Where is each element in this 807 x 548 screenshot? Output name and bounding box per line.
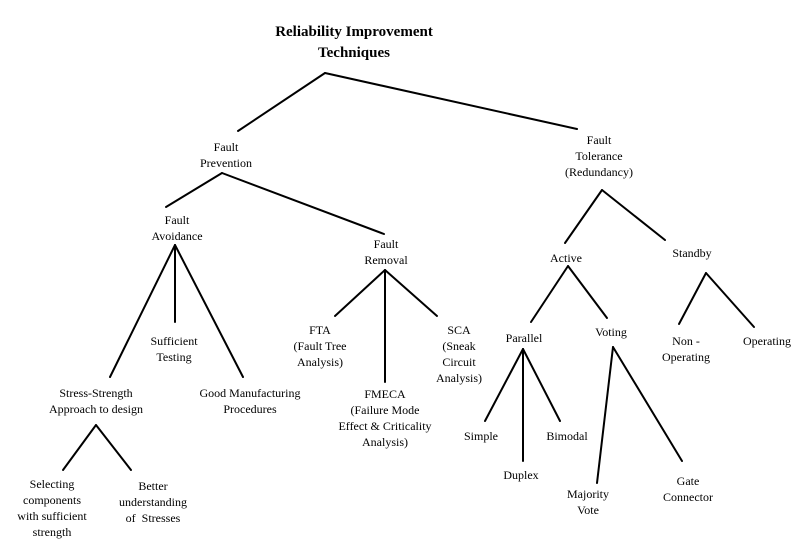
node-fault-prevention: Fault Prevention [200, 140, 252, 170]
edge-parallel-simple [484, 348, 524, 422]
node-active: Active [550, 251, 582, 265]
node-stress-strength: Stress-Strength Approach to design [49, 386, 143, 416]
edge-prevention-avoidance [165, 172, 223, 208]
edge-voting-gate [612, 346, 683, 462]
node-majority-vote: Majority Vote [567, 487, 609, 517]
node-selecting-components: Selecting components with sufficient str… [17, 477, 87, 539]
edge-tolerance-active [564, 189, 603, 244]
edge-removal-sca [384, 269, 438, 317]
node-operating: Operating [743, 334, 791, 348]
node-fault-tolerance: Fault Tolerance (Redundancy) [565, 133, 633, 179]
edge-stress-selecting [62, 424, 97, 471]
node-gate-connector: Gate Connector [663, 474, 713, 504]
edge-active-parallel [530, 265, 569, 323]
edge-active-voting [567, 265, 608, 319]
diagram-title: Reliability Improvement Techniques [275, 24, 433, 61]
edge-standby-operating [705, 272, 755, 328]
node-voting: Voting [595, 325, 627, 339]
edge-root-tolerance [324, 72, 578, 130]
edge-prevention-removal [221, 172, 385, 235]
node-duplex: Duplex [503, 468, 539, 482]
node-sca: SCA (Sneak Circuit Analysis) [436, 323, 482, 385]
edge-removal-fta [334, 269, 386, 317]
node-good-manufacturing: Good Manufacturing Procedures [199, 386, 301, 416]
node-parallel: Parallel [505, 331, 543, 345]
node-fault-removal: Fault Removal [364, 237, 408, 267]
node-standby: Standby [672, 246, 712, 260]
edge-stress-better [95, 424, 132, 471]
edge-parallel-bimodal [522, 348, 561, 422]
node-fmeca: FMECA (Failure Mode Effect & Criticality… [338, 387, 432, 449]
node-bimodal: Bimodal [546, 429, 588, 443]
edge-tolerance-standby [601, 189, 666, 241]
node-sufficient-testing: Sufficient Testing [150, 334, 198, 364]
edge-avoidance-manufacturing [174, 244, 244, 378]
edge-voting-majority [596, 346, 614, 484]
node-fault-avoidance: Fault Avoidance [151, 213, 203, 243]
edge-standby-nonoperating [678, 272, 707, 325]
node-simple: Simple [463, 429, 499, 443]
edge-root-prevention [237, 72, 326, 132]
edge-avoidance-stress [109, 244, 176, 378]
node-fta: FTA (Fault Tree Analysis) [293, 323, 347, 369]
node-non-operating: Non - Operating [662, 334, 710, 364]
node-better-understanding: Better understanding of Stresses [119, 479, 187, 525]
